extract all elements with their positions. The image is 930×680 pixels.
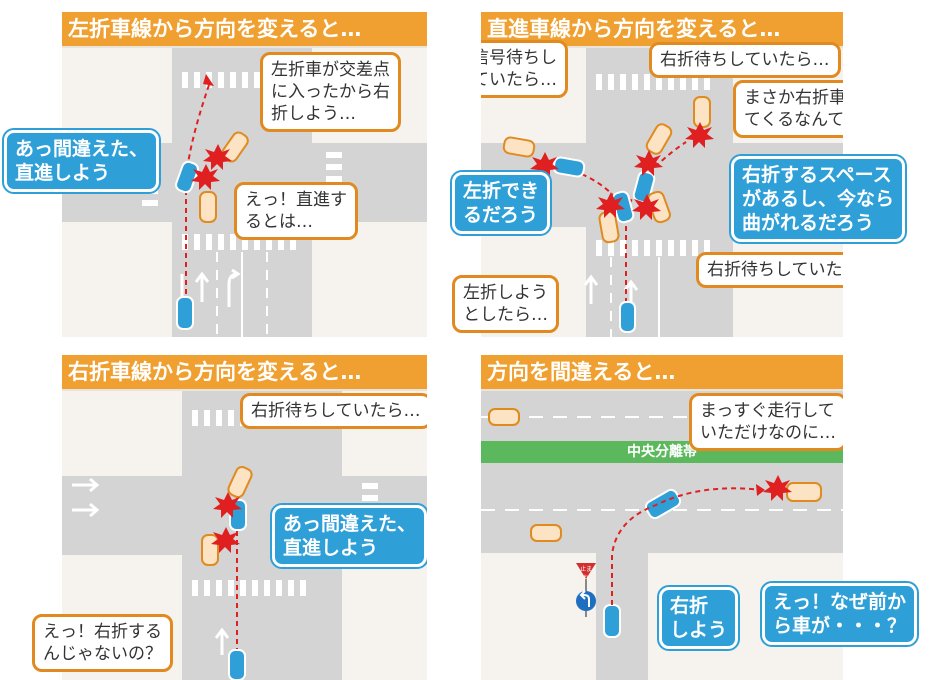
bubble-line: 左折しよう — [463, 283, 548, 303]
speech-bubble-left-turn-car: 左折車が交差点 に入ったから右 折しよう… — [260, 52, 401, 132]
bubble-line: 直進しよう — [15, 162, 111, 184]
bubble-line: しよう — [670, 619, 728, 641]
panel-title: 右折車線から方向を変えると… — [62, 355, 427, 389]
speech-bubble-driving-straight: まっすぐ走行して いただけなのに… — [689, 393, 843, 451]
bubble-line: があるし、今なら — [742, 188, 895, 210]
speech-bubble-mistake-driver: あっ間違えた、 直進しよう — [4, 130, 160, 192]
bubble-line: まさか右折車が出 — [744, 88, 843, 108]
bubble-line: 右折待ちしていたら… — [660, 50, 830, 70]
bubble-line: 曲がれるだろう — [742, 212, 874, 234]
panel-right-turn-lane: 右折車線から方向を変えると… 右折待ちしていたら… あっ間違えた、 直進しよう — [62, 355, 427, 680]
bubble-line: 直進しよう — [283, 537, 379, 559]
bubble-line: ら車が・・・？ — [773, 615, 907, 637]
speech-bubble-turn-right: 右折 しよう — [659, 587, 739, 649]
speech-bubble-car-ahead: えっ！なぜ前か ら車が・・・？ — [762, 583, 918, 645]
bubble-line: 折しよう… — [271, 104, 356, 124]
bubble-line: あっ間違えた、 — [15, 138, 149, 160]
bubble-line: に入ったから右 — [271, 82, 390, 102]
bubble-line: 右折 — [670, 595, 709, 617]
speech-bubble-can-turn-left: 左折でき るだろう — [452, 172, 551, 234]
stop-sign-label: 止まれ — [579, 566, 592, 582]
bubble-line: んじゃないの？ — [43, 644, 162, 664]
bubble-line: 右折するスペース — [742, 164, 892, 186]
speech-bubble-straight-car: えっ！直進す るとは… — [234, 182, 358, 240]
bubble-line: あっ間違えた、 — [283, 513, 417, 535]
speech-bubble-mistake-driver: あっ間違えた、 直進しよう — [272, 505, 427, 567]
bubble-line: まっすぐ走行して — [700, 401, 835, 421]
bubble-line: 右折待ちしていたら… — [707, 260, 843, 280]
bubble-line: えっ！直進す — [245, 190, 347, 210]
bubble-line: 左折でき — [463, 180, 540, 202]
speech-bubble-space-to-turn-right: 右折するスペース があるし、今なら 曲がれるだろう — [731, 156, 906, 242]
bubble-line: としたら… — [463, 305, 548, 325]
bubble-line: てくるなんて… — [744, 110, 843, 130]
bubble-line: 信号待ちし — [481, 48, 557, 68]
speech-bubble-waiting-signal: 信号待ちし ていたら… — [481, 40, 568, 98]
bubble-line: るだろう — [463, 204, 538, 226]
bubble-line: るとは… — [245, 212, 313, 232]
speech-bubble-surprised-right-turn: まさか右折車が出 てくるなんて… — [733, 80, 843, 138]
speech-bubble-about-to-turn-left: 左折しよう としたら… — [452, 275, 559, 333]
speech-bubble-waiting-right-turn-2: 右折待ちしていたら… — [696, 252, 843, 288]
panel-title: 左折車線から方向を変えると… — [62, 12, 427, 46]
panel-title: 方向を間違えると… — [481, 355, 843, 389]
speech-bubble-waiting-right-turn: 右折待ちしていたら… — [240, 393, 427, 429]
panel-left-turn-lane: 左折車線から方向を変えると… 左折車が交差点 に入ったか — [62, 12, 427, 337]
panel-title: 直進車線から方向を変えると… — [481, 12, 843, 46]
car-blue — [176, 296, 194, 330]
speech-bubble-waiting-right-turn: 右折待ちしていたら… — [649, 42, 841, 78]
bubble-line: えっ！右折する — [43, 622, 162, 642]
bubble-line: いただけなのに… — [700, 423, 836, 443]
speech-bubble-expected-right-turn: えっ！右折する んじゃないの？ — [32, 614, 173, 672]
bubble-line: ていたら… — [481, 70, 557, 90]
bubble-line: えっ！なぜ前か — [773, 591, 907, 613]
bubble-line: 左折車が交差点 — [271, 60, 390, 80]
bubble-line: 右折待ちしていたら… — [251, 401, 421, 421]
